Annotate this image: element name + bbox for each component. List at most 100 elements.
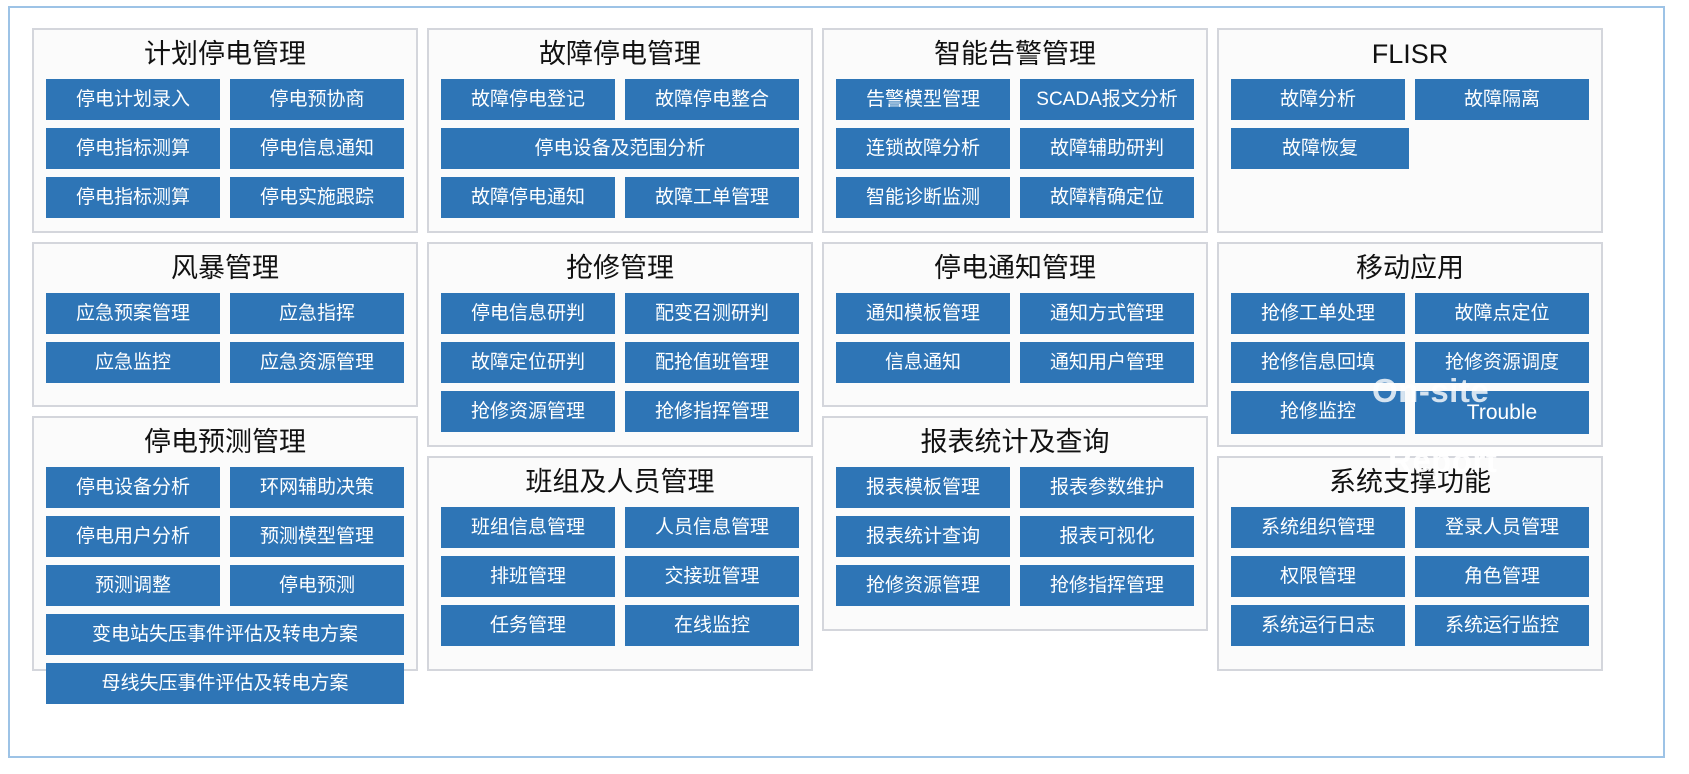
module-button[interactable]: 通知用户管理 bbox=[1020, 341, 1194, 383]
panel-title: 移动应用 bbox=[1356, 253, 1464, 283]
module-button[interactable]: 停电信息通知 bbox=[230, 127, 404, 169]
panel-button-grid: 应急预案管理应急指挥应急监控应急资源管理 bbox=[46, 292, 404, 383]
panel-button-grid: 故障分析故障隔离故障恢复 bbox=[1231, 78, 1589, 169]
module-button[interactable]: 停电预协商 bbox=[230, 78, 404, 120]
panel-button-grid: 报表模板管理报表参数维护报表统计查询报表可视化抢修资源管理抢修指挥管理 bbox=[836, 466, 1194, 606]
module-button[interactable]: 故障点定位 bbox=[1415, 292, 1589, 334]
module-button[interactable]: 角色管理 bbox=[1415, 555, 1589, 597]
panel-title: 风暴管理 bbox=[171, 253, 279, 283]
panel-title: FLISR bbox=[1371, 39, 1449, 69]
module-button[interactable]: 停电指标测算 bbox=[46, 127, 220, 169]
module-button[interactable]: 应急资源管理 bbox=[230, 341, 404, 383]
module-button[interactable]: 连锁故障分析 bbox=[836, 127, 1010, 169]
button-row: 停电信息研判配变召测研判 bbox=[441, 292, 799, 334]
module-button[interactable]: 配变召测研判 bbox=[625, 292, 799, 334]
panel-planned-outage-management: 计划停电管理停电计划录入停电预协商停电指标测算停电信息通知停电指标测算停电实施跟… bbox=[32, 28, 418, 233]
module-button[interactable]: 系统运行日志 bbox=[1231, 604, 1405, 646]
module-button[interactable]: 变电站失压事件评估及转电方案 bbox=[46, 613, 404, 655]
module-button[interactable]: 报表参数维护 bbox=[1020, 466, 1194, 508]
module-button[interactable]: 故障恢复 bbox=[1231, 127, 1409, 169]
module-button[interactable]: 预测调整 bbox=[46, 564, 220, 606]
button-row: 抢修资源管理抢修指挥管理 bbox=[441, 390, 799, 432]
panel-button-grid: 故障停电登记故障停电整合停电设备及范围分析故障停电通知故障工单管理 bbox=[441, 78, 799, 218]
module-button[interactable]: 预测模型管理 bbox=[230, 515, 404, 557]
module-button[interactable]: 停电指标测算 bbox=[46, 176, 220, 218]
module-button[interactable]: 信息通知 bbox=[836, 341, 1010, 383]
module-button[interactable]: 在线监控 bbox=[625, 604, 799, 646]
module-button[interactable]: 配抢值班管理 bbox=[625, 341, 799, 383]
panel-title: 班组及人员管理 bbox=[525, 467, 715, 497]
module-button[interactable]: 系统运行监控 bbox=[1415, 604, 1589, 646]
module-button[interactable]: 停电信息研判 bbox=[441, 292, 615, 334]
button-row: 抢修资源管理抢修指挥管理 bbox=[836, 564, 1194, 606]
module-button[interactable]: 抢修监控 bbox=[1231, 390, 1405, 434]
module-button[interactable]: 系统组织管理 bbox=[1231, 506, 1405, 548]
module-button[interactable]: 故障停电通知 bbox=[441, 176, 615, 218]
button-row: 连锁故障分析故障辅助研判 bbox=[836, 127, 1194, 169]
button-row: 系统组织管理登录人员管理 bbox=[1231, 506, 1589, 548]
panel-title: 系统支撑功能 bbox=[1329, 467, 1491, 497]
module-button[interactable]: 抢修工单处理 bbox=[1231, 292, 1405, 334]
module-button[interactable]: 故障辅助研判 bbox=[1020, 127, 1194, 169]
module-button[interactable]: 报表模板管理 bbox=[836, 466, 1010, 508]
module-button[interactable]: 排班管理 bbox=[441, 555, 615, 597]
module-button[interactable]: 班组信息管理 bbox=[441, 506, 615, 548]
module-button[interactable]: 人员信息管理 bbox=[625, 506, 799, 548]
module-button[interactable]: 停电设备分析 bbox=[46, 466, 220, 508]
module-button[interactable]: 报表可视化 bbox=[1020, 515, 1194, 557]
module-button[interactable]: 环网辅助决策 bbox=[230, 466, 404, 508]
module-button[interactable]: 抢修资源管理 bbox=[836, 564, 1010, 606]
module-button[interactable]: 母线失压事件评估及转电方案 bbox=[46, 662, 404, 704]
button-row: 母线失压事件评估及转电方案 bbox=[46, 662, 404, 704]
module-button[interactable]: 交接班管理 bbox=[625, 555, 799, 597]
panel-flisr: FLISR 故障分析故障隔离故障恢复 bbox=[1217, 28, 1603, 233]
module-button[interactable]: 抢修资源管理 bbox=[441, 390, 615, 432]
module-button[interactable]: 权限管理 bbox=[1231, 555, 1405, 597]
module-button[interactable]: 登录人员管理 bbox=[1415, 506, 1589, 548]
module-button[interactable]: 故障停电登记 bbox=[441, 78, 615, 120]
module-button[interactable]: 故障定位研判 bbox=[441, 341, 615, 383]
button-row: 故障恢复 bbox=[1231, 127, 1589, 169]
module-button[interactable]: 报表统计查询 bbox=[836, 515, 1010, 557]
module-button[interactable]: 故障隔离 bbox=[1415, 78, 1589, 120]
panel-title: 停电通知管理 bbox=[934, 253, 1096, 283]
button-row: 故障定位研判配抢值班管理 bbox=[441, 341, 799, 383]
module-button[interactable]: 停电实施跟踪 bbox=[230, 176, 404, 218]
module-button[interactable]: 停电用户分析 bbox=[46, 515, 220, 557]
button-row: 权限管理角色管理 bbox=[1231, 555, 1589, 597]
button-row: 抢修信息回填抢修资源调度 bbox=[1231, 341, 1589, 383]
button-row: 报表模板管理报表参数维护 bbox=[836, 466, 1194, 508]
module-button[interactable]: Trouble bbox=[1415, 390, 1589, 434]
module-button[interactable]: 告警模型管理 bbox=[836, 78, 1010, 120]
module-button[interactable]: 停电计划录入 bbox=[46, 78, 220, 120]
module-button[interactable]: 通知方式管理 bbox=[1020, 292, 1194, 334]
button-row: 停电设备及范围分析 bbox=[441, 127, 799, 169]
module-button[interactable]: 故障精确定位 bbox=[1020, 176, 1194, 218]
module-button[interactable]: 应急指挥 bbox=[230, 292, 404, 334]
button-row: 停电计划录入停电预协商 bbox=[46, 78, 404, 120]
module-button[interactable]: 通知模板管理 bbox=[836, 292, 1010, 334]
module-button[interactable]: SCADA报文分析 bbox=[1020, 78, 1194, 120]
module-button[interactable]: 停电设备及范围分析 bbox=[441, 127, 799, 169]
module-button[interactable]: 任务管理 bbox=[441, 604, 615, 646]
module-button[interactable]: 智能诊断监测 bbox=[836, 176, 1010, 218]
panel-title: 抢修管理 bbox=[566, 253, 674, 283]
module-button[interactable]: 应急预案管理 bbox=[46, 292, 220, 334]
module-button[interactable]: 抢修资源调度 bbox=[1415, 341, 1589, 383]
module-button[interactable]: 故障工单管理 bbox=[625, 176, 799, 218]
empty-slot bbox=[1419, 128, 1589, 169]
button-row: 故障停电通知故障工单管理 bbox=[441, 176, 799, 218]
button-row: 班组信息管理人员信息管理 bbox=[441, 506, 799, 548]
module-button[interactable]: 故障分析 bbox=[1231, 78, 1405, 120]
module-button[interactable]: 抢修信息回填 bbox=[1231, 341, 1405, 383]
module-button[interactable]: 停电预测 bbox=[230, 564, 404, 606]
module-button[interactable]: 抢修指挥管理 bbox=[625, 390, 799, 432]
panel-fault-outage-management: 故障停电管理故障停电登记故障停电整合停电设备及范围分析故障停电通知故障工单管理 bbox=[427, 28, 813, 233]
panel-button-grid: 停电信息研判配变召测研判故障定位研判配抢值班管理抢修资源管理抢修指挥管理 bbox=[441, 292, 799, 432]
module-button[interactable]: 故障停电整合 bbox=[625, 78, 799, 120]
module-grid: 计划停电管理停电计划录入停电预协商停电指标测算停电信息通知停电指标测算停电实施跟… bbox=[10, 8, 1663, 756]
module-button[interactable]: 应急监控 bbox=[46, 341, 220, 383]
module-button[interactable]: 抢修指挥管理 bbox=[1020, 564, 1194, 606]
